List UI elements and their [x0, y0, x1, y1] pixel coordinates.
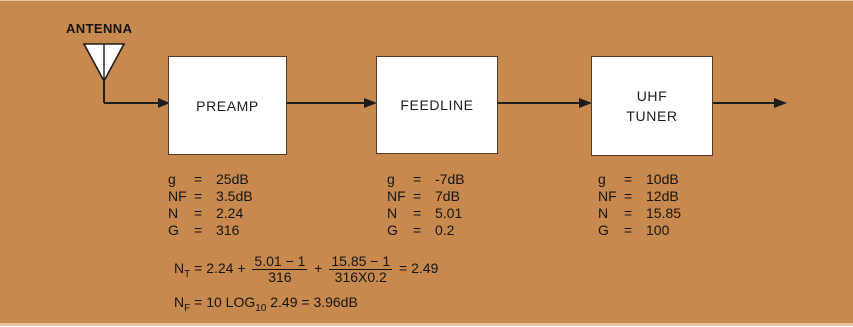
- param-equals: =: [194, 222, 203, 238]
- param-row: NF = 3.5dB: [168, 188, 253, 205]
- param-equals: =: [624, 205, 633, 221]
- param-equals: =: [624, 188, 633, 204]
- param-symbol: N: [387, 205, 398, 221]
- param-symbol: g: [598, 171, 606, 187]
- param-value: 100: [646, 222, 670, 238]
- fraction-denominator: 316: [268, 269, 292, 285]
- param-row: g = -7dB: [387, 171, 465, 188]
- param-value: -7dB: [435, 171, 465, 187]
- formula-nt-fraction-1: 5.01 − 1 316: [252, 253, 308, 285]
- param-symbol: NF: [387, 188, 406, 204]
- param-row: NF = 12dB: [598, 188, 681, 205]
- param-row: N = 5.01: [387, 205, 465, 222]
- param-equals: =: [624, 171, 633, 187]
- arrowhead-feedline: [364, 98, 377, 108]
- param-equals: =: [194, 188, 203, 204]
- param-row: g = 10dB: [598, 171, 681, 188]
- feedline-params: g = -7dB NF = 7dB N = 5.01 G = 0.2: [387, 171, 465, 239]
- param-row: NF = 7dB: [387, 188, 465, 205]
- formula-noise-factor-total: NT = 2.24 + 5.01 − 1 316 + 15.85 − 1 316…: [174, 254, 438, 285]
- param-equals: =: [194, 171, 203, 187]
- formula-nt-symbol: N: [174, 260, 185, 277]
- formula-nf-subscript: F: [184, 303, 191, 314]
- param-symbol: G: [168, 222, 179, 238]
- formula-nt-first-term: = 2.24 +: [194, 260, 246, 277]
- param-row: G = 0.2: [387, 222, 465, 239]
- param-symbol: g: [168, 171, 176, 187]
- arrowhead-preamp: [158, 98, 170, 108]
- antenna-label: ANTENNA: [66, 21, 133, 36]
- param-value: 12dB: [646, 188, 679, 204]
- formula-nf-log-base: 10: [255, 303, 267, 314]
- param-symbol: NF: [168, 188, 187, 204]
- formula-nf-result: 2.49 = 3.96dB: [270, 294, 358, 310]
- param-row: G = 100: [598, 222, 681, 239]
- formula-nt-subscript: T: [184, 269, 191, 281]
- preamp-params: g = 25dB NF = 3.5dB N = 2.24 G = 316: [168, 171, 253, 239]
- param-value: 7dB: [435, 188, 460, 204]
- feedline-label: FEEDLINE: [400, 97, 474, 113]
- param-symbol: G: [387, 222, 398, 238]
- param-row: N = 15.85: [598, 205, 681, 222]
- param-symbol: NF: [598, 188, 617, 204]
- formula-noise-figure: NF = 10 LOG10 2.49 = 3.96dB: [174, 294, 358, 314]
- preamp-label: PREAMP: [196, 97, 259, 114]
- param-value: 0.2: [435, 222, 455, 238]
- param-equals: =: [413, 222, 422, 238]
- param-value: 10dB: [646, 171, 679, 187]
- param-row: G = 316: [168, 222, 253, 239]
- param-symbol: N: [598, 205, 609, 221]
- param-row: N = 2.24: [168, 205, 253, 222]
- param-equals: =: [413, 171, 422, 187]
- fraction-numerator: 15.85 − 1: [329, 253, 393, 270]
- param-symbol: g: [387, 171, 395, 187]
- arrowhead-tuner: [579, 98, 592, 108]
- param-equals: =: [413, 205, 422, 221]
- formula-nt-fraction-2: 15.85 − 1 316X0.2: [329, 253, 393, 285]
- feedline-block: FEEDLINE: [376, 56, 498, 154]
- param-equals: =: [194, 205, 203, 221]
- param-equals: =: [624, 222, 633, 238]
- formula-nf-symbol: N: [174, 294, 185, 310]
- uhf-tuner-block: UHF TUNER: [591, 56, 713, 156]
- fraction-numerator: 5.01 − 1: [252, 253, 308, 270]
- arrowhead-output: [774, 98, 787, 108]
- uhf-tuner-label-line2: TUNER: [626, 108, 678, 124]
- param-row: g = 25dB: [168, 171, 253, 188]
- param-value: 25dB: [216, 171, 249, 187]
- formula-nt-result: = 2.49: [399, 260, 439, 277]
- fraction-denominator: 316X0.2: [334, 269, 387, 285]
- preamp-block: PREAMP: [168, 56, 287, 155]
- param-symbol: N: [168, 205, 179, 221]
- param-value: 15.85: [646, 205, 682, 221]
- param-value: 316: [216, 222, 240, 238]
- uhf-tuner-params: g = 10dB NF = 12dB N = 15.85 G = 100: [598, 171, 681, 239]
- param-equals: =: [413, 188, 422, 204]
- uhf-tuner-label-line1: UHF: [636, 88, 668, 104]
- param-value: 3.5dB: [216, 188, 253, 204]
- param-value: 2.24: [216, 205, 244, 221]
- param-value: 5.01: [435, 205, 463, 221]
- formula-nf-log: = 10 LOG: [194, 294, 256, 310]
- param-symbol: G: [598, 222, 609, 238]
- formula-nt-plus: +: [314, 260, 323, 277]
